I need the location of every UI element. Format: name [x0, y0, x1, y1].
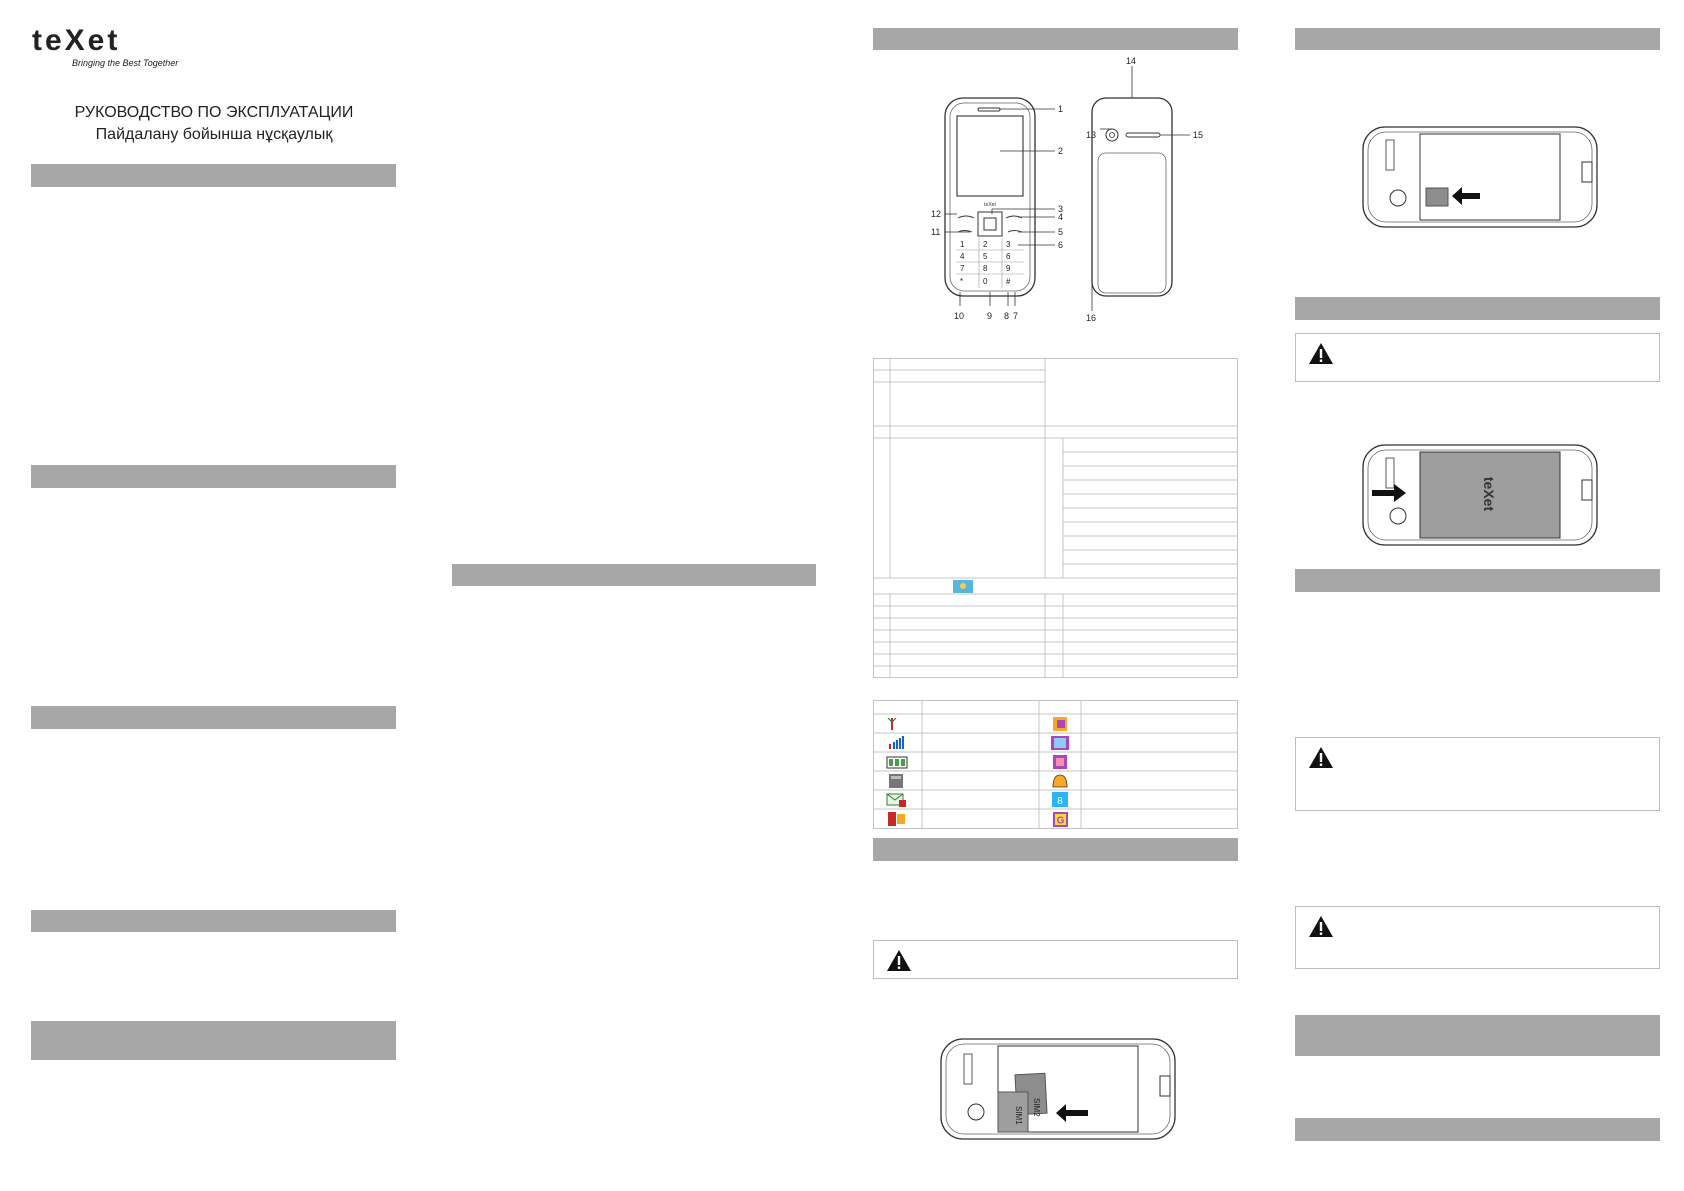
key-5: 5	[983, 252, 988, 261]
key-6: 6	[1006, 252, 1011, 261]
section-header	[873, 28, 1238, 50]
memory-card-diagram	[1360, 124, 1600, 235]
logo-tagline: Bringing the Best Together	[72, 58, 179, 68]
section-header	[1295, 1015, 1660, 1056]
callout-10: 10	[954, 311, 964, 321]
section-header	[1295, 297, 1660, 320]
battery-brand: teXet	[1481, 477, 1497, 512]
svg-text:8: 8	[1057, 796, 1063, 807]
section-header	[1295, 28, 1660, 50]
section-header	[1295, 1118, 1660, 1141]
alarm-icon	[1052, 774, 1068, 788]
front-brand: teXet	[984, 202, 996, 208]
manual-title-kk: Пайдалану бойынша нұсқаулық	[95, 126, 333, 143]
warning-box	[1295, 333, 1660, 382]
phone-diagram-svg: teXet 1 2 3 4 5 6 7 8 9 * 0 #	[931, 56, 1203, 323]
status-icons-grid: 8 G	[873, 700, 1238, 829]
key-1: 1	[960, 240, 965, 249]
callout-14: 14	[1126, 56, 1136, 66]
key-4: 4	[960, 252, 965, 261]
manual-title-ru: РУКОВОДСТВО ПО ЭКСПЛУАТАЦИИ	[74, 104, 354, 121]
insert-arrow-icon	[1372, 484, 1406, 502]
svg-text:G: G	[1057, 816, 1065, 827]
sim2-label: SIM2	[1032, 1098, 1041, 1117]
sim-insert-diagram: SIM2 SIM1	[938, 1036, 1178, 1147]
key-0: 0	[983, 277, 988, 286]
warning-box	[1295, 737, 1660, 811]
battery-svg: teXet	[1362, 444, 1598, 546]
key-star: *	[960, 277, 963, 286]
warning-icon	[1309, 343, 1333, 364]
insert-arrow-icon	[1056, 1104, 1088, 1122]
callout-3: 3	[1058, 204, 1063, 214]
callout-6: 6	[1058, 240, 1063, 250]
antenna-icon	[887, 717, 897, 730]
callout-1: 1	[1058, 104, 1063, 114]
missed-call-icon	[888, 812, 905, 826]
spec-table	[873, 358, 1238, 678]
callout-5: 5	[1058, 227, 1063, 237]
section-header	[452, 564, 816, 586]
callout-12: 12	[931, 209, 941, 219]
battery-diagram: teXet	[1360, 442, 1600, 553]
section-header	[31, 706, 396, 729]
profile-meeting-icon	[1051, 736, 1069, 750]
warning-box	[873, 940, 1238, 979]
gprs-icon: G	[1053, 812, 1068, 827]
callout-2: 2	[1058, 146, 1063, 156]
logo-wordmark: teXet	[32, 26, 120, 56]
section-header	[31, 164, 396, 187]
callout-7: 7	[1013, 311, 1018, 321]
phone-diagram: teXet 1 2 3 4 5 6 7 8 9 * 0 #	[900, 56, 1220, 341]
profile-general-icon	[1053, 717, 1067, 731]
callout-15: 15	[1193, 130, 1203, 140]
section-header	[1295, 569, 1660, 592]
section-header	[873, 838, 1238, 861]
texet-logo: teXet	[32, 24, 182, 61]
warning-icon	[887, 950, 911, 971]
new-message-icon	[886, 793, 906, 807]
memory-card-icon	[889, 774, 903, 788]
section-header	[31, 1021, 396, 1060]
key-2: 2	[983, 240, 988, 249]
callout-9: 9	[987, 311, 992, 321]
callout-13: 13	[1086, 130, 1096, 140]
callout-16: 16	[1086, 313, 1096, 323]
key-7: 7	[960, 264, 965, 273]
sim1-label: SIM1	[1014, 1106, 1023, 1125]
key-8: 8	[983, 264, 988, 273]
warning-box	[1295, 906, 1660, 969]
key-9: 9	[1006, 264, 1011, 273]
sim-insert-svg: SIM2 SIM1	[940, 1038, 1176, 1140]
spec-table-grid	[873, 358, 1238, 678]
microsd-card-icon	[1425, 187, 1449, 207]
callout-11: 11	[931, 227, 940, 237]
signal-strength-icon	[889, 736, 904, 749]
battery-icon	[886, 756, 908, 769]
key-hash: #	[1006, 277, 1011, 286]
callout-4: 4	[1058, 212, 1063, 222]
insert-arrow-icon	[1452, 187, 1480, 205]
warning-icon	[1309, 747, 1333, 768]
profile-silent-icon: 8	[1052, 792, 1068, 807]
warning-icon	[1309, 916, 1333, 937]
section-header	[31, 465, 396, 488]
status-icons-table: 8 G	[873, 700, 1238, 830]
key-3: 3	[1006, 240, 1011, 249]
kz-flag-sun	[960, 583, 966, 589]
memory-card-svg	[1362, 126, 1598, 228]
profile-outdoor-icon	[1053, 755, 1067, 769]
callout-8: 8	[1004, 311, 1009, 321]
section-header	[31, 910, 396, 932]
